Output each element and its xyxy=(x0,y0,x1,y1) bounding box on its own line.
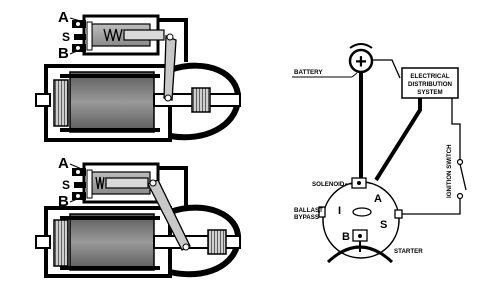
top-starter: A S B xyxy=(35,9,242,142)
top-shift-lever xyxy=(163,35,177,101)
top-armature xyxy=(69,71,155,133)
top-solenoid-spring xyxy=(103,28,123,42)
ballast-label-1: BALLAST xyxy=(294,207,323,214)
terminal-s-label: S xyxy=(380,219,387,231)
eds-to-solenoid-wire xyxy=(374,98,422,182)
bottom-starter: A S B xyxy=(35,155,242,278)
terminal-a-label: A xyxy=(374,193,382,205)
bottom-commutator xyxy=(53,219,69,267)
bottom-label-s: S xyxy=(62,178,70,192)
bottom-pinion-gear xyxy=(207,229,227,255)
top-label-b: B xyxy=(58,45,69,62)
bottom-solenoid-spring xyxy=(95,176,105,190)
top-commutator xyxy=(53,79,69,127)
eds-line3: SYSTEM xyxy=(417,89,442,96)
bottom-label-b: B xyxy=(58,193,69,210)
eds-line1: ELECTRICAL xyxy=(410,73,449,80)
top-label-s: S xyxy=(62,30,70,44)
bottom-armature xyxy=(69,213,155,271)
ignition-switch-label: IGNITION SWITCH xyxy=(446,144,453,198)
top-pinion-gear xyxy=(191,87,211,113)
terminal-b-label: B xyxy=(342,231,350,243)
ballast-label-2: BYPASS xyxy=(294,214,319,221)
top-terminal-s-post xyxy=(74,34,86,40)
top-label-a: A xyxy=(58,9,69,26)
eds-box xyxy=(401,67,459,99)
terminal-i-label: I xyxy=(338,205,341,217)
top-solenoid-plunger xyxy=(123,29,165,41)
top-shaft-left xyxy=(35,93,51,107)
bottom-terminal-s-post xyxy=(74,182,86,188)
bottom-solenoid-plunger xyxy=(105,177,149,189)
bottom-label-a: A xyxy=(58,155,69,172)
eds-line2: DISTRIBUTION xyxy=(408,81,453,88)
wiring-schematic: + BATTERY ELECTRICAL DISTRIBUTION SYSTEM… xyxy=(292,43,467,264)
battery-plus-sign: + xyxy=(355,51,367,73)
bottom-shaft-left xyxy=(35,235,51,249)
solenoid-label: SOLENOID xyxy=(312,181,345,188)
starter-label: STARTER xyxy=(394,248,423,255)
bottom-shaft-right xyxy=(153,235,241,249)
terminal-s xyxy=(394,209,403,219)
battery-label: BATTERY xyxy=(294,69,323,76)
